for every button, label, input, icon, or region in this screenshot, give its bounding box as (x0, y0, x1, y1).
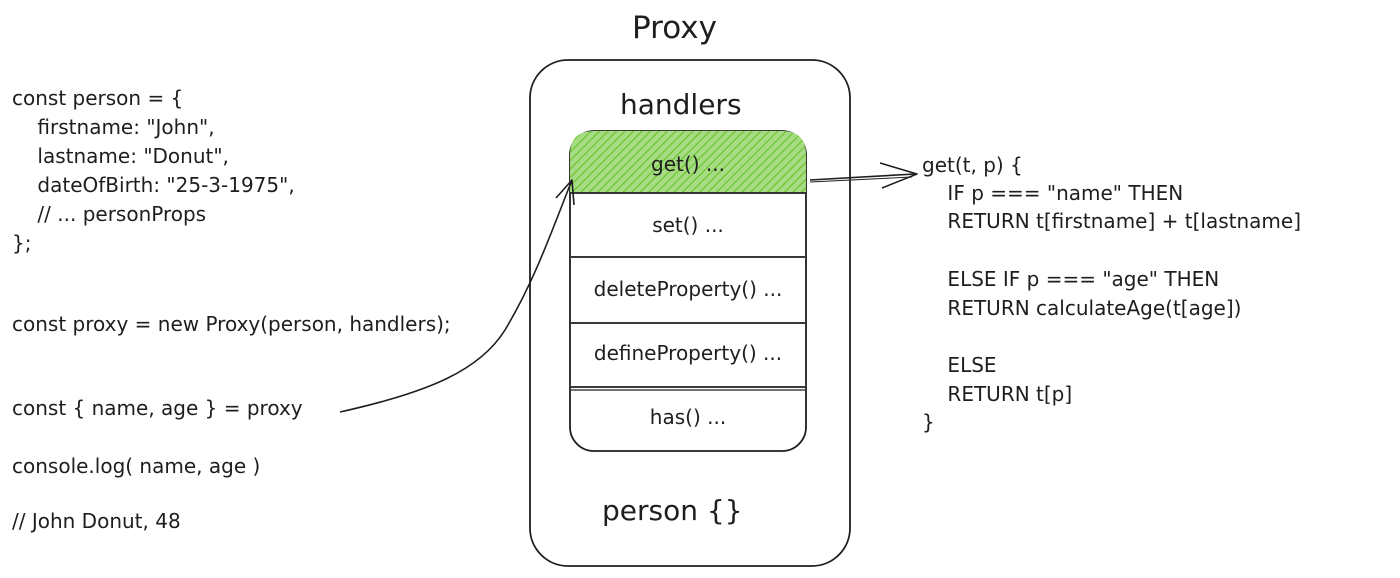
get-impl-line: get(t, p) { (922, 153, 1023, 177)
destructure-arrowhead (555, 179, 575, 206)
handlers-title: handlers (620, 88, 742, 121)
get-impl-line: IF p === "name" THEN (922, 181, 1184, 205)
person-code-line: // ... personProps (12, 202, 207, 226)
handler-deleteproperty: deleteProperty() ... (593, 277, 783, 301)
proxy-title: Proxy (632, 10, 717, 46)
proxy-container (529, 59, 851, 567)
destructure-to-get-arrow (339, 179, 573, 413)
get-impl-line: RETURN calculateAge(t[age]) (922, 296, 1242, 320)
get-impl-line: ELSE IF p === "age" THEN (922, 267, 1220, 291)
handler-get: get() ... (651, 152, 725, 176)
target-label: person {} (602, 494, 743, 527)
get-impl-line: RETURN t[firstname] + t[lastname] (922, 209, 1301, 233)
get-impl-line: } (922, 410, 935, 434)
result-comment: // John Donut, 48 (12, 509, 181, 533)
get-impl-line: RETURN t[p] (922, 382, 1073, 406)
implementation-arrowhead (879, 162, 918, 189)
handler-has: has() ... (649, 405, 727, 429)
person-code-line: dateOfBirth: "25-3-1975", (12, 173, 295, 197)
person-code-line: }; (12, 231, 32, 255)
get-handler-highlight (570, 131, 806, 193)
proxy-creation-line: const proxy = new Proxy(person, handlers… (12, 312, 451, 336)
get-to-implementation-arrow (809, 176, 913, 183)
get-impl-line: ELSE (922, 353, 997, 377)
console-log-line: console.log( name, age ) (12, 454, 261, 478)
get-to-implementation-arrow (809, 173, 916, 181)
person-code-line: lastname: "Donut", (12, 144, 229, 168)
person-code-line: firstname: "John", (12, 115, 215, 139)
person-code-line: const person = { (12, 86, 184, 110)
handler-defineproperty: defineProperty() ... (593, 341, 783, 365)
handler-set: set() ... (652, 213, 724, 237)
destructure-line: const { name, age } = proxy (12, 396, 303, 420)
